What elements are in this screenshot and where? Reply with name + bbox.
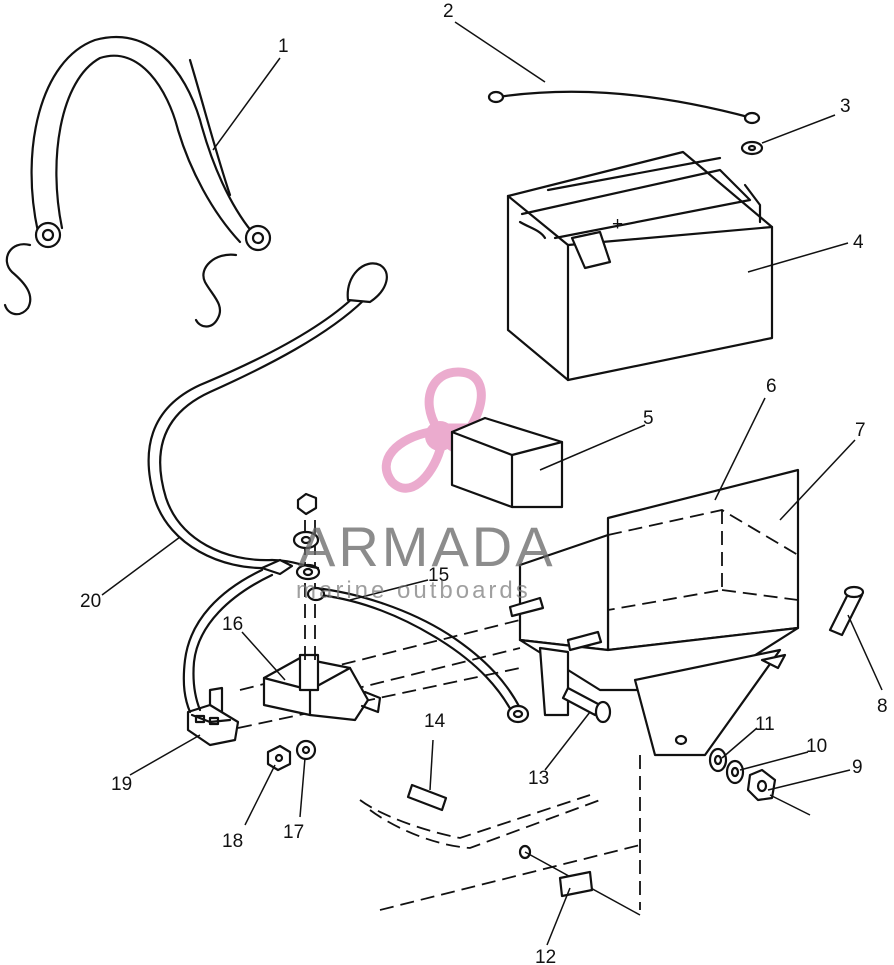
watermark-tagline: marine outboards	[296, 577, 531, 604]
nut-washer-17-18	[266, 739, 317, 772]
callout-16: 16	[222, 614, 243, 635]
callout-1: 1	[278, 36, 289, 57]
washer	[740, 140, 764, 156]
callout-3: 3	[840, 96, 851, 117]
battery-tray	[518, 468, 800, 757]
bolt-8	[828, 585, 865, 637]
callout-9: 9	[852, 757, 863, 778]
callout-8: 8	[877, 696, 888, 717]
callout-18: 18	[222, 831, 243, 852]
cable-20	[147, 262, 388, 714]
connector-19	[186, 686, 240, 747]
rubber-block	[450, 416, 564, 509]
callout-11: 11	[755, 714, 775, 735]
callout-19: 19	[111, 774, 132, 795]
callout-13: 13	[528, 768, 549, 789]
callout-15: 15	[428, 565, 449, 586]
callout-7: 7	[855, 420, 866, 441]
callout-2: 2	[443, 1, 454, 22]
callout-6: 6	[766, 376, 777, 397]
nut-washers	[708, 747, 811, 816]
callout-4: 4	[853, 232, 864, 253]
battery-strap	[3, 36, 272, 328]
callout-14: 14	[424, 711, 446, 732]
bolt-13	[561, 686, 612, 724]
callout-labels: 1 2 3 4 5 6 7 8 9 10 11 12 13 14 15 16 1…	[80, 1, 888, 965]
callout-17: 17	[283, 822, 304, 843]
watermark: ARMADA marine outboards	[296, 515, 556, 604]
short-cable	[487, 90, 761, 125]
terminal-hardware	[292, 492, 326, 602]
leader-lines	[101, 21, 883, 946]
stud-14	[406, 596, 603, 812]
callout-10: 10	[806, 736, 827, 757]
solenoid	[262, 520, 382, 722]
watermark-brand: ARMADA	[298, 515, 556, 578]
clip	[518, 844, 594, 898]
callout-5: 5	[643, 408, 654, 429]
battery: +	[506, 150, 774, 382]
battery-terminal-symbol: +	[612, 214, 623, 235]
callout-20: 20	[80, 591, 101, 612]
callout-12: 12	[535, 947, 556, 965]
cable-15	[313, 586, 530, 724]
